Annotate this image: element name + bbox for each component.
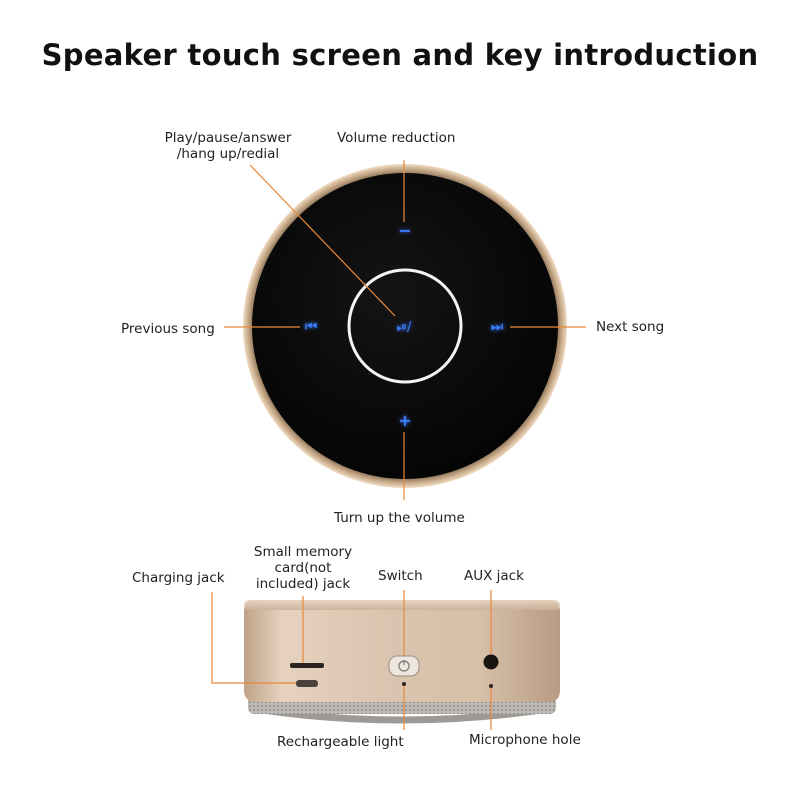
speaker-side-view bbox=[244, 600, 560, 724]
center-ring bbox=[347, 268, 463, 384]
play-pause-label-line-2: /hang up/redial bbox=[176, 146, 280, 162]
aux-jack-label: AUX jack bbox=[464, 568, 524, 584]
rechargeable-light-label: Rechargeable light bbox=[277, 734, 404, 750]
charging-jack-leader bbox=[211, 592, 296, 684]
next-song-key[interactable]: ⏭ bbox=[491, 319, 504, 335]
volume-reduction-label: Volume reduction bbox=[337, 130, 456, 146]
memory-card-label: Small memory card(not included) jack bbox=[243, 544, 363, 592]
microphone-hole-label: Microphone hole bbox=[469, 732, 581, 748]
side-leader-lines bbox=[211, 590, 492, 730]
top-leader-lines bbox=[224, 160, 586, 500]
play-pause-label-line-1: Play/pause/answer bbox=[164, 130, 292, 146]
touch-panel bbox=[252, 173, 558, 479]
memory-card-label-line-1: Small memory bbox=[253, 544, 353, 560]
previous-song-key[interactable]: ⏮ bbox=[305, 319, 318, 335]
previous-song-label: Previous song bbox=[121, 321, 215, 337]
volume-down-key[interactable]: − bbox=[398, 221, 411, 240]
speaker-top-view: − + ⏮ ⏭ ⏯/ bbox=[243, 164, 567, 488]
speaker-base-shadow bbox=[252, 705, 552, 724]
aux-port bbox=[483, 654, 499, 670]
charging-jack-label: Charging jack bbox=[132, 570, 225, 586]
turn-up-volume-label: Turn up the volume bbox=[334, 510, 465, 526]
play-pause-key[interactable]: ⏯/ bbox=[397, 320, 412, 335]
memory-card-label-line-3: included) jack bbox=[255, 576, 351, 592]
switch-label: Switch bbox=[378, 568, 423, 584]
rechargeable-light-dot bbox=[402, 682, 406, 686]
page-title: Speaker touch screen and key introductio… bbox=[41, 38, 759, 72]
memory-card-label-line-2: card(not bbox=[274, 560, 332, 576]
speaker-top-edge bbox=[244, 600, 560, 610]
memory-card-slot bbox=[290, 663, 324, 668]
speaker-body bbox=[244, 600, 560, 702]
charging-port bbox=[296, 680, 318, 687]
next-song-label: Next song bbox=[596, 319, 665, 335]
power-switch[interactable] bbox=[388, 655, 420, 677]
play-pause-label: Play/pause/answer /hang up/redial bbox=[148, 130, 308, 162]
microphone-hole-dot bbox=[489, 684, 493, 688]
play-pause-leader bbox=[249, 164, 396, 317]
volume-up-key[interactable]: + bbox=[398, 411, 411, 430]
